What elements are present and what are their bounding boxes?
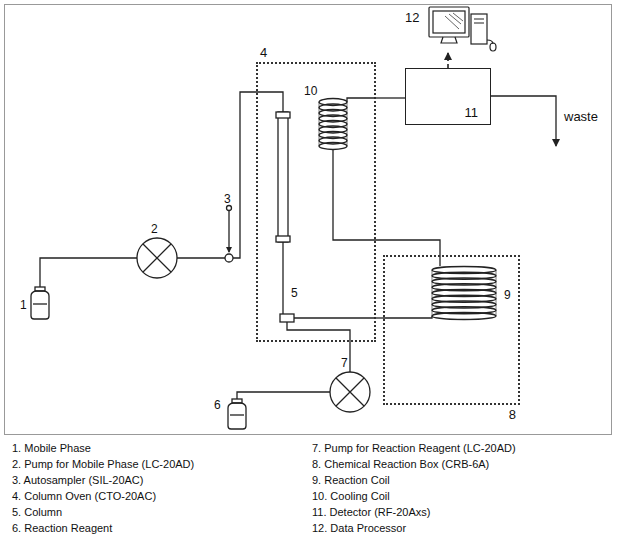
legend-item: 10. Cooling Coil — [312, 489, 390, 503]
callout-number: 3 — [224, 192, 231, 206]
tubing-line — [376, 240, 440, 255]
callout-number: 12 — [405, 10, 419, 25]
legend-item: 2. Pump for Mobile Phase (LC-20AD) — [12, 457, 194, 471]
callout-number: 7 — [341, 356, 348, 370]
legend-item: 6. Reaction Reagent — [12, 521, 112, 535]
pump-symbol — [330, 372, 370, 412]
legend-item: 7. Pump for Reaction Reagent (LC-20AD) — [312, 441, 516, 455]
coil-side — [432, 270, 496, 316]
coil-turn — [432, 313, 496, 320]
coil-turn — [319, 143, 347, 150]
callout-number: 8 — [509, 407, 516, 422]
reaction-coil-tubing — [383, 255, 440, 318]
waste-label: waste — [564, 110, 598, 124]
legend-item: 3. Autosampler (SIL-20AC) — [12, 473, 143, 487]
data-processor: 12 — [405, 4, 500, 52]
mobile-phase-bottle — [31, 258, 137, 319]
legend-item: 11. Detector (RF-20Axs) — [312, 505, 430, 519]
callout-number: 9 — [504, 288, 511, 302]
callout-number: 5 — [291, 286, 298, 300]
tubing-line — [376, 317, 383, 318]
detector-box: 11 — [405, 68, 491, 125]
callout-number: 2 — [151, 222, 158, 236]
signal-arrow — [447, 53, 449, 68]
reaction-box: 8 — [383, 255, 520, 405]
coil-side — [319, 102, 347, 146]
legend-item: 5. Column — [12, 505, 62, 519]
legend-item: 8. Chemical Reaction Box (CRB-6A) — [312, 457, 489, 471]
legend-item: 12. Data Processor — [312, 521, 406, 535]
column-oven-box: 4 — [256, 62, 376, 342]
callout-number: 4 — [260, 45, 267, 60]
callout-number: 6 — [214, 398, 221, 412]
column-symbol — [276, 112, 290, 314]
autosampler-injector — [225, 92, 283, 262]
pump-symbol — [137, 238, 225, 278]
mixing-tee — [280, 314, 376, 372]
waste-line — [491, 96, 556, 146]
coil-windings — [319, 99, 496, 320]
tubing-line — [376, 97, 405, 98]
callout-number: 11 — [465, 105, 479, 120]
callout-number: 1 — [20, 298, 27, 312]
outer-frame — [5, 5, 612, 435]
legend-item: 4. Column Oven (CTO-20AC) — [12, 489, 156, 503]
reagent-bottle — [228, 392, 330, 429]
cooling-coil-tubing — [333, 98, 376, 240]
callout-number: 10 — [304, 84, 317, 98]
legend-item: 1. Mobile Phase — [12, 441, 91, 455]
legend-item: 9. Reaction Coil — [312, 473, 390, 487]
